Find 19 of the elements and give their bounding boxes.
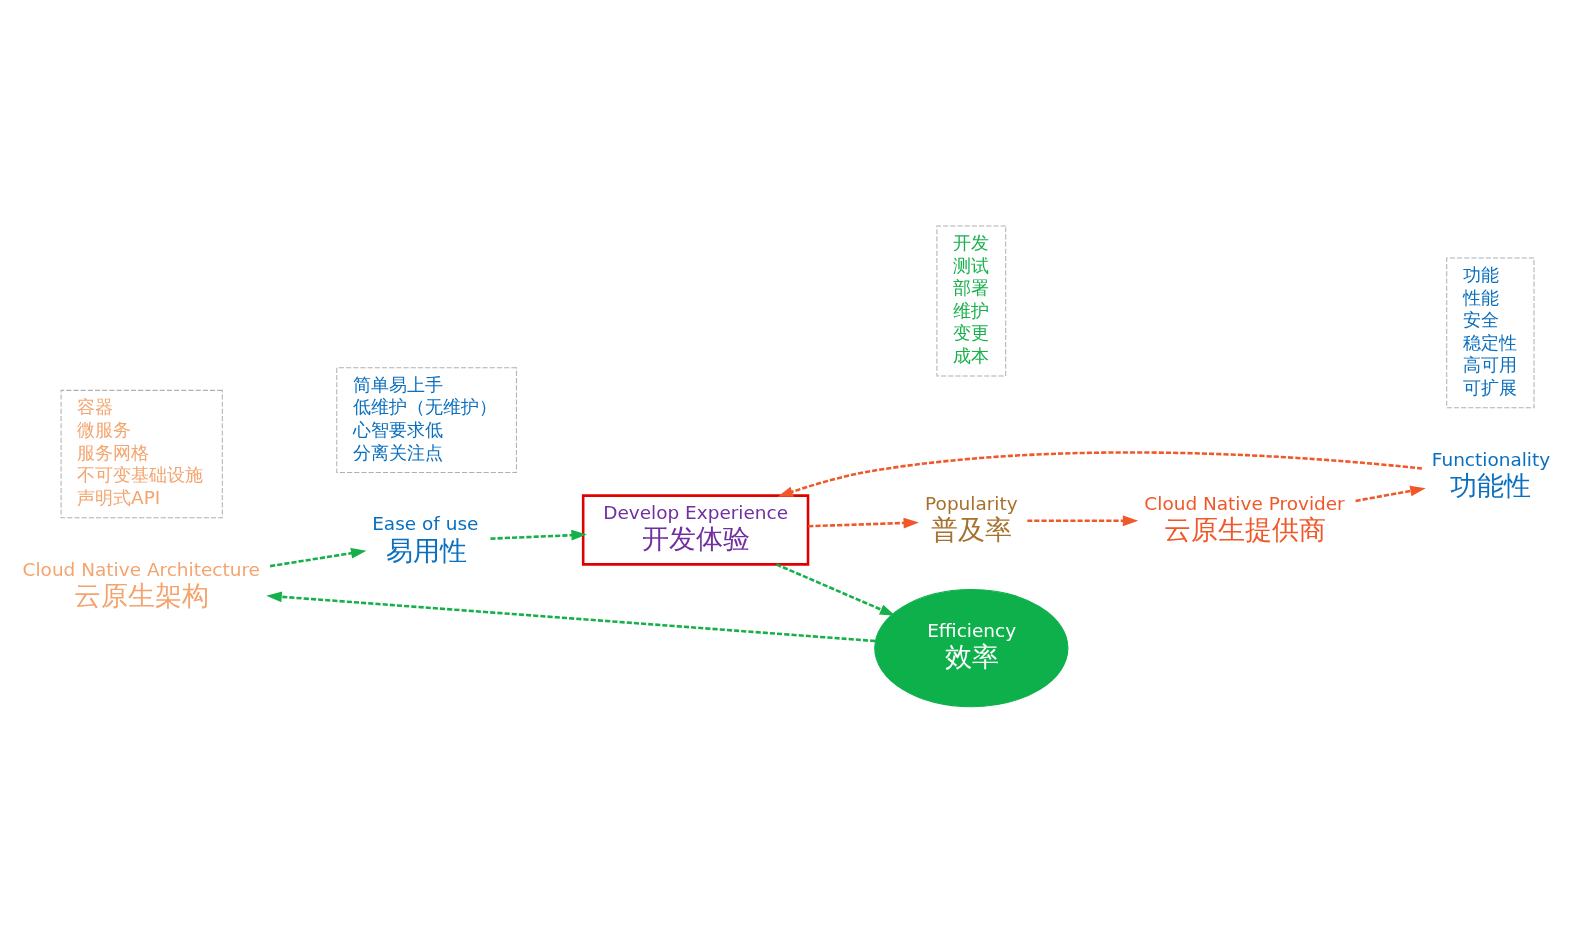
node-box: 容器 微服务 服务网格 不可变基础设施 声明式API xyxy=(60,389,223,518)
arrow xyxy=(777,450,1423,497)
node-box: 简单易上手 低维护（无维护） 心智要求低 分离关注点 xyxy=(336,366,517,473)
node-text: Cloud Native Provider 云原生提供商 xyxy=(1144,492,1345,545)
arrow xyxy=(266,590,876,642)
node-box: 开发 测试 部署 维护 变更 成本 xyxy=(936,225,1007,377)
arrow xyxy=(808,517,919,528)
node-text: Functionality 功能性 xyxy=(1431,448,1551,501)
node-text: Popularity 普及率 xyxy=(925,492,1018,545)
arrow xyxy=(269,547,367,567)
arrow xyxy=(776,562,896,616)
node-text: Ease of use 易用性 xyxy=(372,512,479,566)
node-ellipse: Efficiency 效率 xyxy=(874,588,1069,707)
node-text: Cloud Native Architecture 云原生架构 xyxy=(22,558,260,611)
node-box: Develop Experience 开发体验 xyxy=(581,493,810,566)
arrow xyxy=(1027,514,1139,526)
node-box: 功能 性能 安全 稳定性 高可用 可扩展 xyxy=(1446,256,1535,408)
arrow xyxy=(1355,485,1426,502)
arrow xyxy=(490,529,587,541)
